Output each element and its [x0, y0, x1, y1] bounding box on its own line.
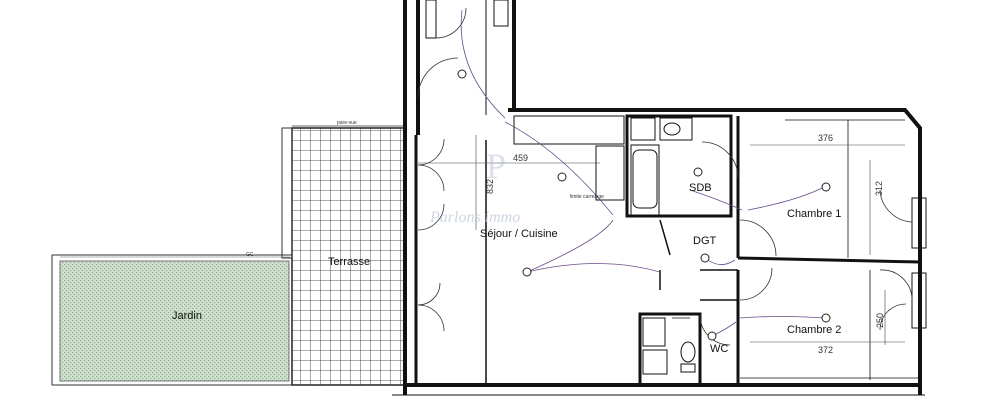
dim-chambre1-length: 312: [874, 181, 884, 196]
dim-sejour-width: 459: [513, 153, 528, 163]
room-label-chambre2: Chambre 2: [787, 324, 841, 336]
dim-chambre2-length: 250: [875, 313, 885, 328]
electrical-circuit: [460, 9, 827, 337]
room-label-wc: WC: [710, 343, 728, 355]
light-points: [457, 69, 831, 341]
watermark-logo: P: [486, 146, 506, 186]
annotation-gc: GC: [246, 252, 254, 258]
dim-chambre1-width: 376: [818, 133, 833, 143]
walls: [392, 0, 927, 396]
room-label-sejour: Séjour / Cuisine: [480, 228, 558, 240]
dim-sejour-length: 832: [485, 179, 495, 194]
terrace-area: [60, 125, 405, 386]
room-label-chambre1: Chambre 1: [787, 208, 841, 220]
room-label-terrasse: Terrasse: [328, 256, 370, 268]
annotation-pare-vue: pare-vue: [337, 120, 357, 126]
room-label-dgt: DGT: [693, 235, 717, 247]
annotation-limite-carrelage: limite carrelage: [570, 194, 604, 200]
watermark: P Parlons immo: [429, 146, 520, 226]
door-swings: [417, 7, 913, 346]
room-label-jardin: Jardin: [172, 310, 202, 322]
watermark-text: Parlons immo: [429, 209, 520, 226]
room-label-sdb: SDB: [689, 182, 712, 194]
garden-area: [51, 254, 293, 386]
dimension-lines: [418, 135, 905, 345]
dim-chambre2-width: 372: [818, 345, 833, 355]
